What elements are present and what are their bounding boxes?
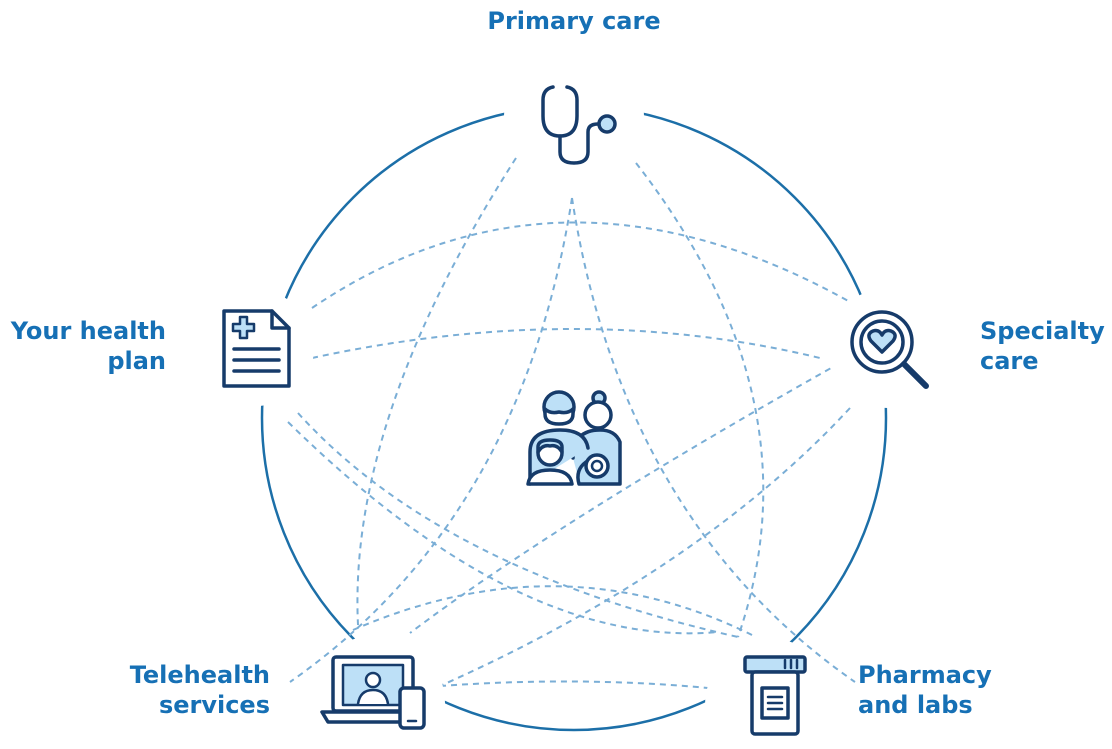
label-line: Specialty [980,317,1105,345]
label-line: Primary care [487,7,661,35]
connection-arc [439,680,709,689]
label-telehealth: Telehealth services [60,660,270,720]
pill-bottle-icon [743,655,807,736]
connection-arc [439,407,851,687]
stethoscope-icon [541,85,617,165]
heart-magnifier-icon [850,310,929,389]
label-line: care [980,347,1039,375]
halo [504,46,644,186]
connection-arc [311,328,821,359]
document-cross-icon [222,309,291,388]
label-primary-care: Primary care [474,6,674,36]
label-line: Telehealth [129,661,270,689]
label-pharmacy-labs: Pharmacy and labs [858,660,1058,720]
connection-arc [356,157,517,626]
connection-arc [297,412,739,638]
connection-arc [352,585,753,636]
label-line: services [158,691,270,719]
label-line: Your health [10,317,166,345]
connection-arc [311,221,851,309]
icon-halos [198,46,948,749]
label-line: plan [107,347,166,375]
label-line: Pharmacy [858,661,992,689]
connection-arc [635,162,765,638]
dashed-connections [287,157,856,689]
label-health-plan: Your health plan [0,316,166,376]
connection-arc [571,197,856,683]
label-specialty-care: Specialty care [980,316,1110,376]
laptop-video-icon [320,655,426,730]
label-line: and labs [858,691,973,719]
connection-arc [289,197,573,683]
family-icon [526,390,622,486]
connection-arc [287,421,719,635]
connection-arc [409,362,841,634]
